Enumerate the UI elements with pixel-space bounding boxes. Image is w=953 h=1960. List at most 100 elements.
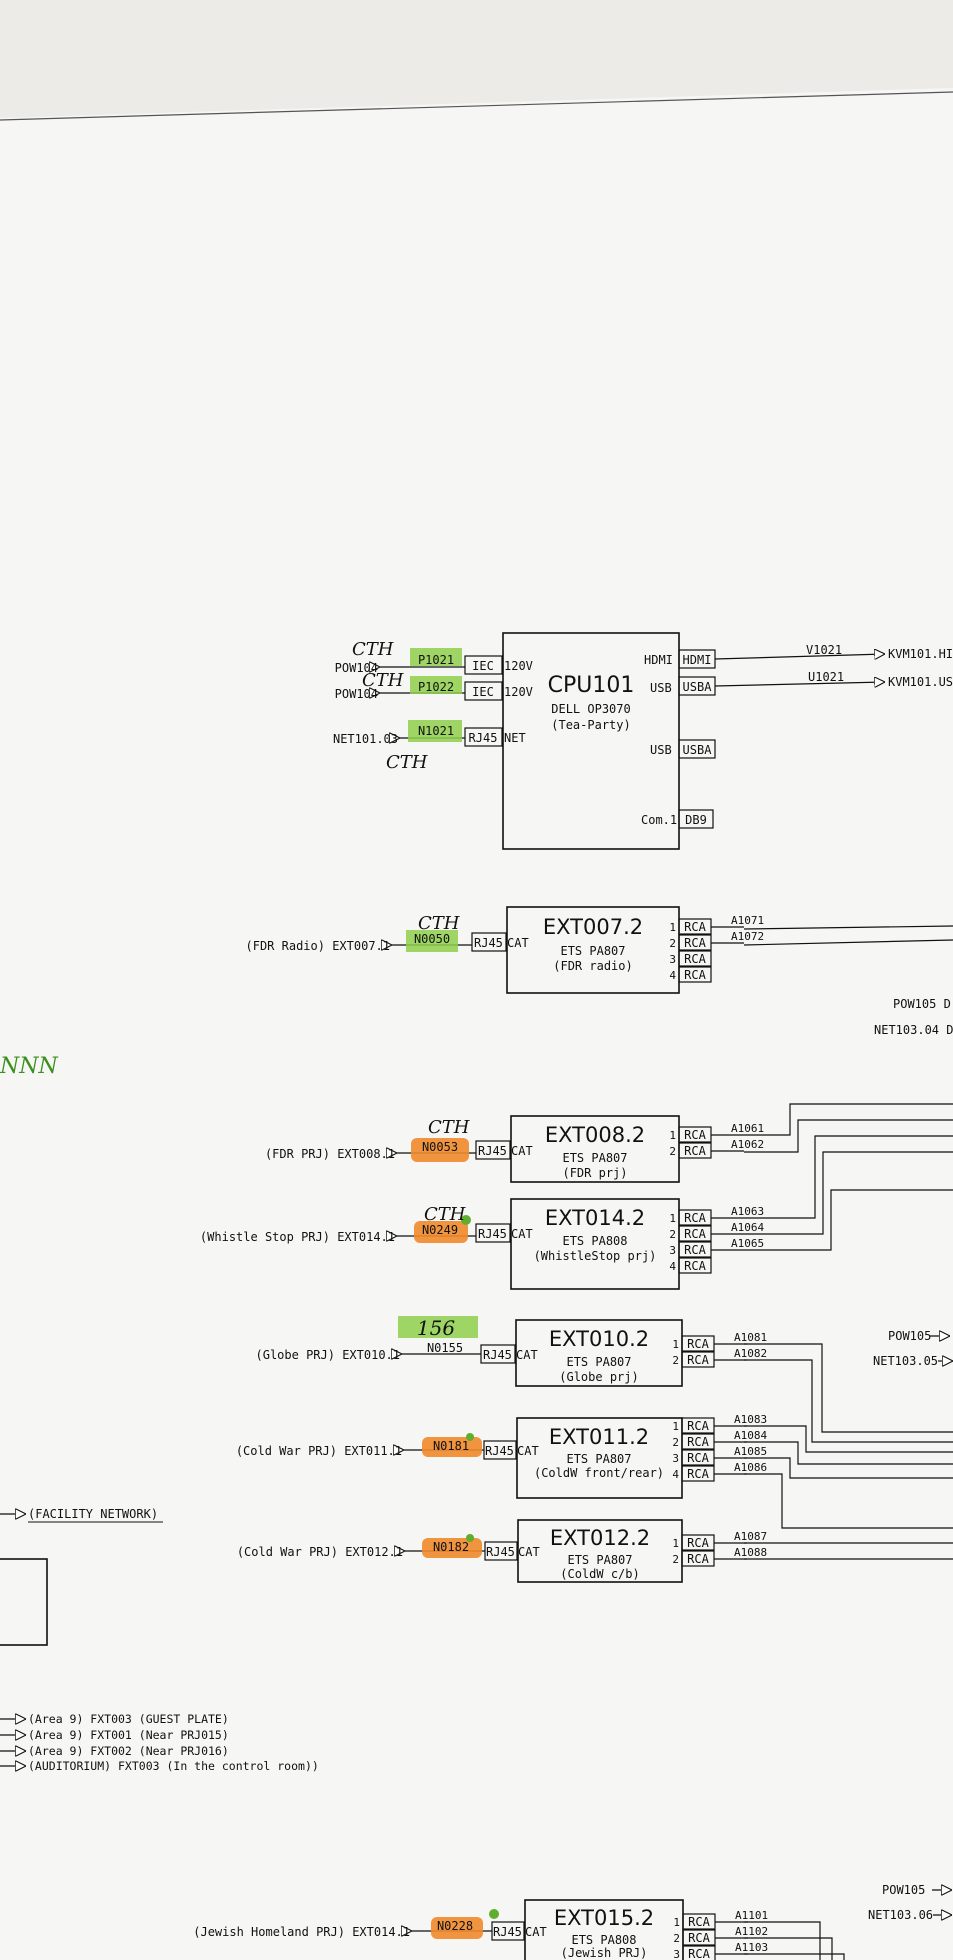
ext014-input-label: (Whistle Stop PRJ) EXT014.1 [200,1230,395,1244]
net10304: NET103.04 D [874,1023,953,1037]
ext010-pin-1: 1 [672,1338,679,1351]
ext008-note: (FDR prj) [562,1166,627,1180]
ext007-block: EXT007.2 ETS PA807 (FDR radio) RJ45 CAT … [246,906,680,994]
ext007-input-label: (FDR Radio) EXT007.1 [246,939,391,953]
ext015-model: ETS PA808 [571,1933,636,1947]
handwritten-scribble: NNN [0,1054,59,1079]
ext007-handwritten: CTH [418,913,460,934]
area-item-1: (Area 9) FXT003 (GUEST PLATE) [28,1712,229,1726]
input-net101: NET101.03 [333,732,398,746]
ext011-rj45: RJ45 [485,1444,514,1458]
ext014-out-cable-3: A1065 [731,1237,764,1250]
ext010-out-cable-2: A1082 [734,1347,767,1360]
pin-net: NET [504,731,526,745]
ext008-title: EXT008.2 [545,1123,645,1147]
ext015-rj45: RJ45 [493,1925,522,1939]
ext012-title: EXT012.2 [550,1526,650,1550]
input-pow104-a: POW104 [335,661,378,675]
port-com1: Com.1 [641,813,677,827]
ext010-handwritten: 156 [417,1316,455,1340]
ext015-cat: CAT [525,1925,547,1939]
ext011-out-cable-3: A1085 [734,1445,767,1458]
ext015-pin-3: 3 [673,1948,680,1960]
ext015-out-cable-3: A1103 [735,1941,768,1954]
ext008-rj45: RJ45 [478,1144,507,1158]
ext012-pin-1: 1 [672,1537,679,1550]
ext008-pin-2: 2 [669,1145,676,1158]
ext012-highlight [422,1538,482,1558]
left-offpage-box [0,1558,48,1646]
ext008-rca-label-1: RCA [684,1128,706,1142]
ext010-rj45: RJ45 [483,1348,512,1362]
cpu101-block: CPU101 DELL OP3070 (Tea-Party) IEC 120V … [333,632,953,850]
ext008-block: EXT008.2 ETS PA807 (FDR prj) RJ45 CAT (F… [265,1115,680,1183]
ext011-dot [466,1433,474,1441]
ext014-out-cable-2: A1064 [731,1221,764,1234]
ext015-highlight [431,1917,483,1939]
ext014-rca-label-3: RCA [684,1243,706,1257]
iec-label-b: IEC [472,685,494,699]
iec-connector-a [464,655,503,675]
port-hdmi: HDMI [644,653,673,667]
ext007-rca-label-3: RCA [684,952,706,966]
ext011-out-cable-1: A1083 [734,1413,767,1426]
ext015-rca-label-3: RCA [688,1947,710,1960]
ext007-note: (FDR radio) [553,959,632,973]
pow105-low: POW105 [888,1329,931,1343]
ext011-rca-label-2: RCA [687,1435,709,1449]
ext014-pin-3: 3 [669,1244,676,1257]
cpu101-title: CPU101 [548,673,635,698]
handwritten-cth-2: CTH [362,670,404,691]
ext007-rca-label-4: RCA [684,968,706,982]
ext011-input-label: (Cold War PRJ) EXT011.1 [236,1444,402,1458]
area-item-2: (Area 9) FXT001 (Near PRJ015) [28,1728,229,1742]
cpu101-model: DELL OP3070 [551,702,630,716]
ext014-rca-box-4 [678,1257,712,1274]
ext014-cat: CAT [511,1227,533,1241]
ext015-note: (Jewish PRJ) [561,1946,648,1960]
ext010-rca-label-1: RCA [687,1337,709,1351]
pow105-mid: POW105 D [893,997,951,1011]
ext010-cat: CAT [516,1348,538,1362]
ext014-cable: N0249 [422,1223,458,1237]
cable-n1021: N1021 [418,724,454,738]
ext015-cable: N0228 [437,1919,473,1933]
input-pow104-b: POW104 [335,687,378,701]
ext014-rj45: RJ45 [478,1227,507,1241]
highlight-p1021 [410,648,462,666]
ext014-pin-2: 2 [669,1228,676,1241]
ext015-dot [489,1909,499,1919]
cable-p1022: P1022 [418,680,454,694]
port-usb-1: USB [650,681,672,695]
ext011-cable: N0181 [433,1439,469,1453]
ext015-out-cable-1: A1101 [735,1909,768,1922]
ext011-highlight [422,1437,482,1457]
ext007-rca-box-4 [678,966,712,983]
ext007-highlight [406,930,458,952]
usba-conn-label-1: USBA [683,680,713,694]
ext012-out-cable-1: A1087 [734,1530,767,1543]
ext010-block: EXT010.2 ETS PA807 (Globe prj) RJ45 CAT … [256,1316,683,1387]
ext014-dot [461,1215,471,1225]
ext007-rj45-box [471,932,507,952]
ext014-rca-label-4: RCA [684,1259,706,1273]
ext011-model: ETS PA807 [566,1452,631,1466]
ext010-highlight [398,1316,478,1338]
handwritten-cth-3: CTH [386,752,428,773]
area-list: (Area 9) FXT003 (GUEST PLATE) (Area 9) F… [0,1712,319,1773]
cpu101-note: (Tea-Party) [551,718,630,732]
ext007-out-cable-1: A1071 [731,914,764,927]
cable-p1021: P1021 [418,653,454,667]
facility-network: (FACILITY NETWORK) [28,1507,158,1521]
ext010-input-label: (Globe PRJ) EXT010.1 [256,1348,401,1362]
wire-hdmi-out [714,654,885,659]
ext007-rca-box-3 [678,950,712,967]
highlight-p1022 [410,676,462,694]
highlight-n1021 [408,720,462,742]
ext014-pin-4: 4 [669,1260,676,1273]
